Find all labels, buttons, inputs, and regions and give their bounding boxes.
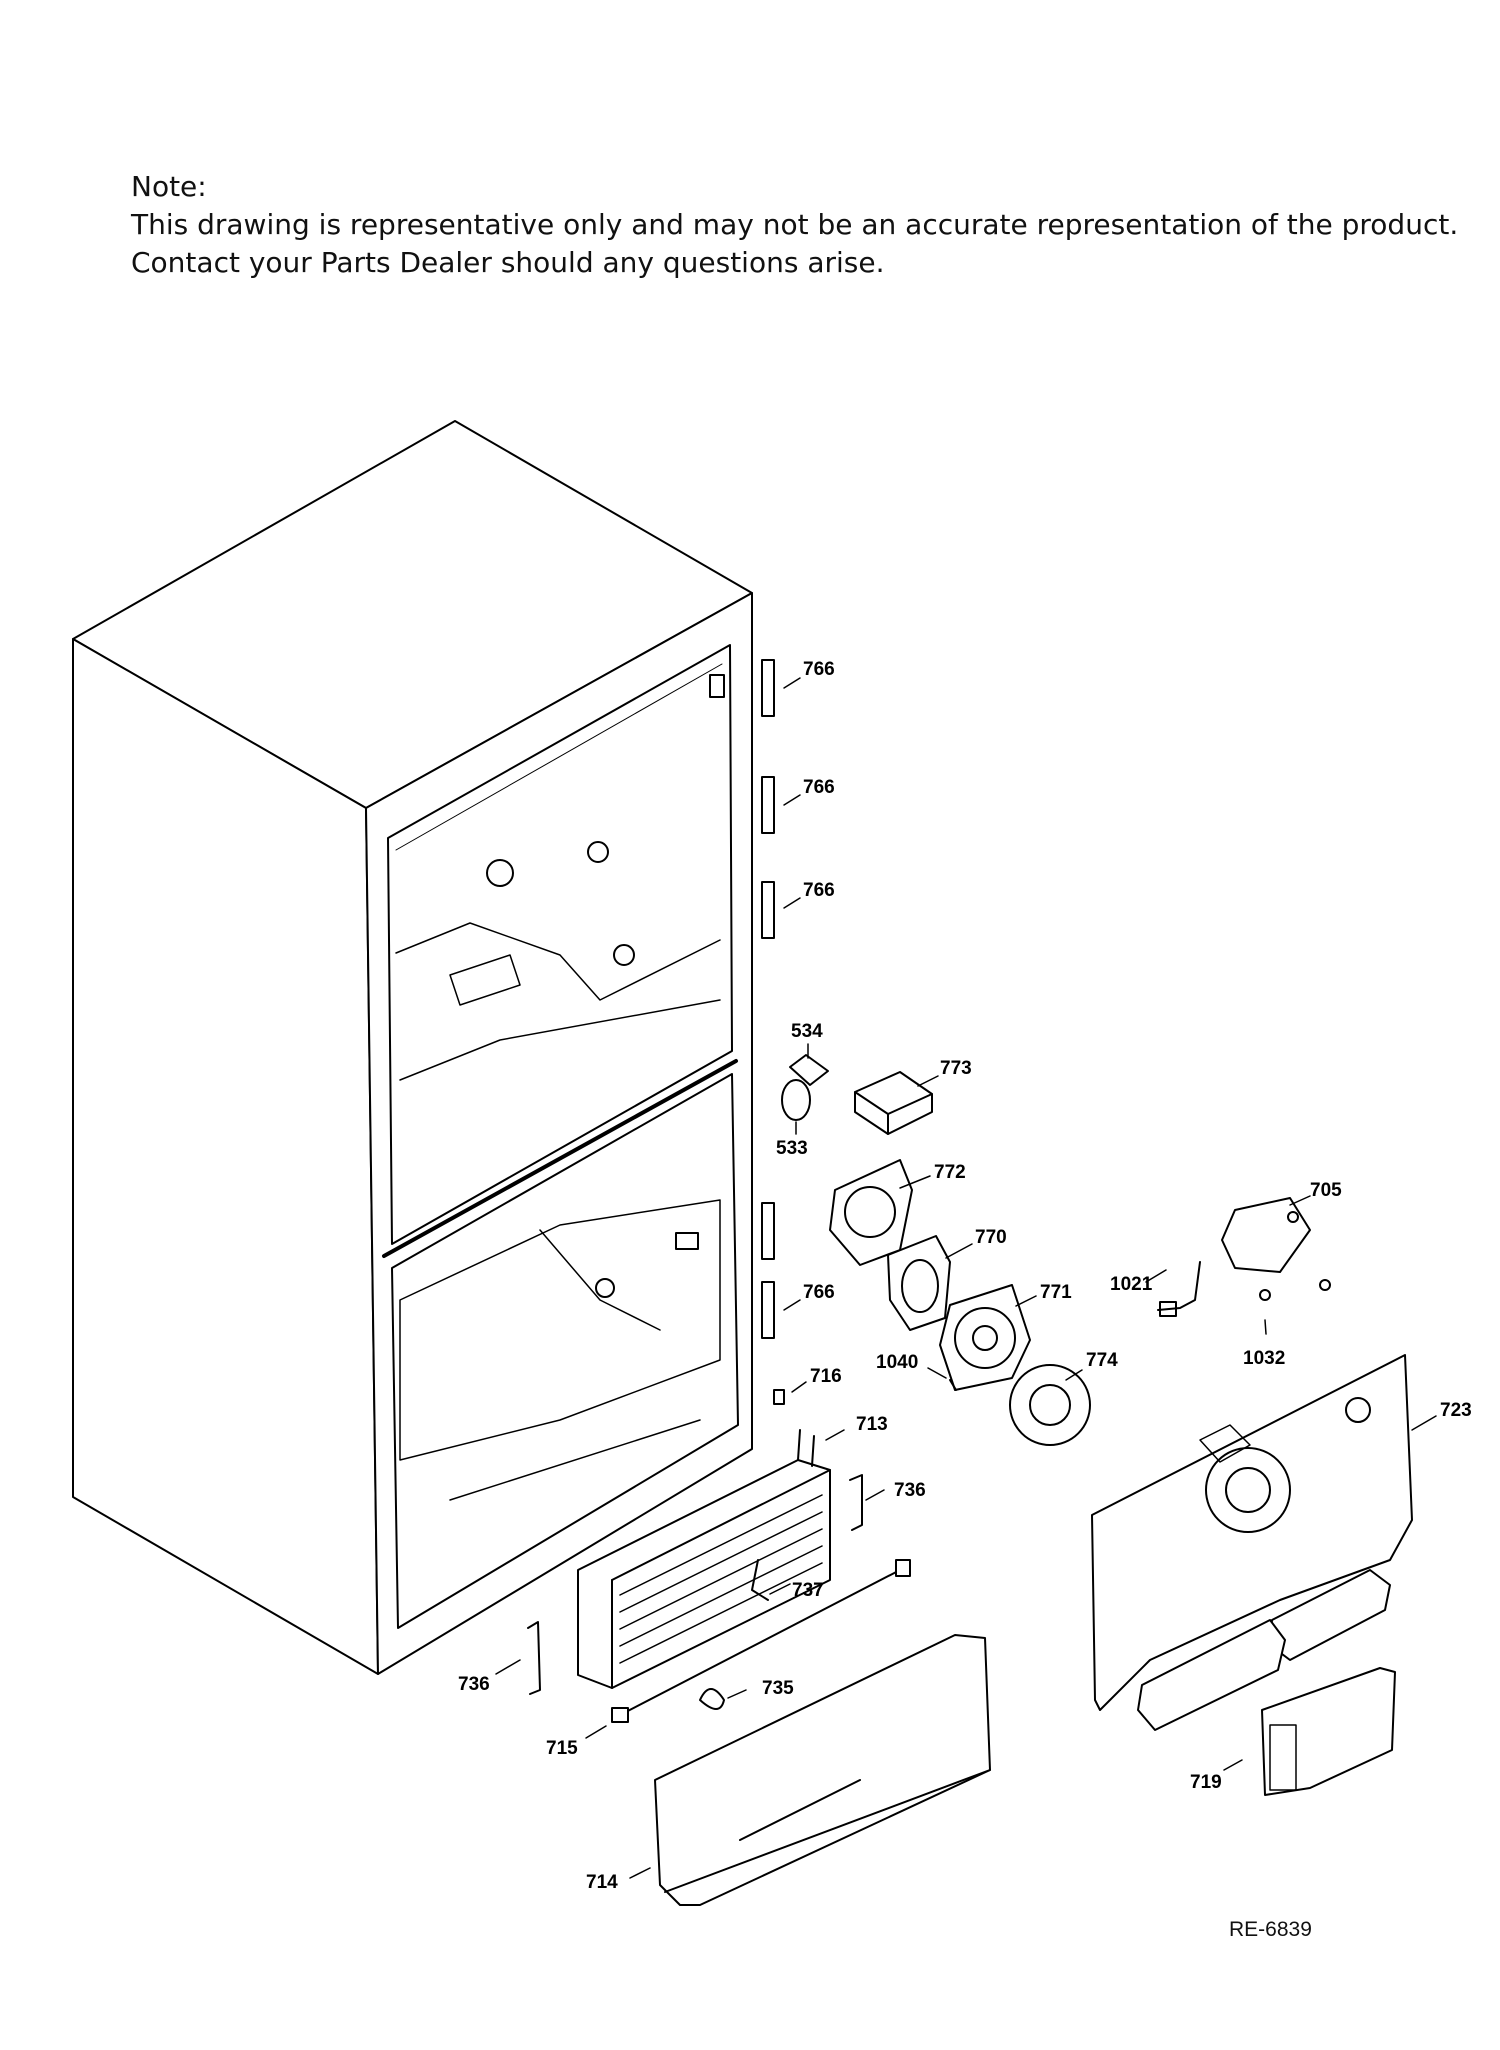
callout-label: 773 (940, 1058, 972, 1079)
callout-label: 737 (792, 1580, 824, 1601)
callout-label: 533 (776, 1138, 808, 1159)
callout-label: 766 (803, 659, 835, 680)
callout-label: 735 (762, 1678, 794, 1699)
callout-label: 771 (1040, 1282, 1072, 1303)
tray-773 (854, 1071, 933, 1135)
evaporator-cover-723 (1091, 1354, 1413, 1731)
callout-label: 766 (803, 1282, 835, 1303)
heater-715 (611, 1559, 911, 1723)
evaporator-713 (577, 1429, 831, 1689)
clip-737-shape (751, 1559, 769, 1601)
grille-774 (1009, 1364, 1091, 1446)
callout-label: 766 (803, 777, 835, 798)
screw-1040-shape (949, 1379, 957, 1391)
drawing-number: RE-6839 (1229, 1918, 1312, 1941)
callout-label: 774 (1086, 1350, 1118, 1371)
duct-719 (1261, 1667, 1396, 1796)
callout-label: 723 (1440, 1400, 1472, 1421)
duct-parts (781, 1054, 829, 1121)
drain-pan-714 (654, 1634, 991, 1906)
callout-label: 715 (546, 1738, 578, 1759)
callout-label: 716 (810, 1366, 842, 1387)
damper-770 (887, 1235, 951, 1331)
callout-label: 713 (856, 1414, 888, 1435)
note-line-2: Contact your Parts Dealer should any que… (131, 246, 885, 279)
callout-label: 770 (975, 1227, 1007, 1248)
callout-label: 772 (934, 1162, 966, 1183)
refrigerator-cabinet (72, 420, 753, 1675)
fan-shroud-772 (829, 1159, 913, 1266)
callout-label: 736 (894, 1480, 926, 1501)
callout-label: 534 (791, 1021, 823, 1042)
note-line-1: This drawing is representative only and … (131, 208, 1459, 241)
callout-label: 705 (1310, 1180, 1342, 1201)
bracket-736-left-shape (527, 1621, 541, 1695)
bracket-736-right-shape (849, 1474, 863, 1531)
callout-label: 714 (586, 1872, 618, 1893)
fan-shroud-771 (939, 1284, 1031, 1391)
callout-label: 736 (458, 1674, 490, 1695)
note-heading: Note: (131, 170, 207, 203)
callout-label: 719 (1190, 1772, 1222, 1793)
callout-label: 1021 (1110, 1274, 1153, 1295)
callout-label: 766 (803, 880, 835, 901)
fan-motor-705 (1157, 1197, 1331, 1317)
hinge-brackets (761, 659, 775, 1339)
clip-735-shape (699, 1688, 725, 1710)
callout-label: 1032 (1243, 1348, 1285, 1369)
clip-716-shape (773, 1389, 785, 1405)
disclaimer-note: Note: This drawing is representative onl… (131, 168, 1459, 282)
callout-label: 1040 (876, 1352, 918, 1373)
